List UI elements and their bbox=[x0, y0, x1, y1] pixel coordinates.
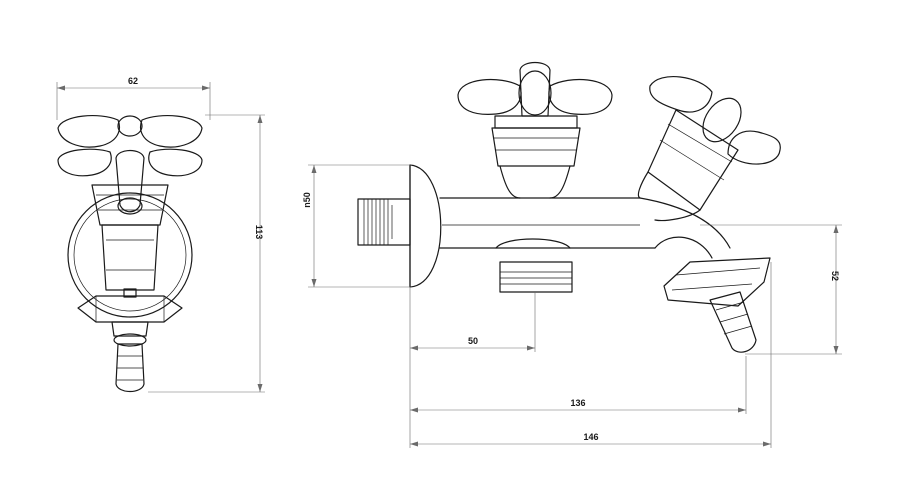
dim-second-inlet-label: 50 bbox=[468, 336, 478, 346]
front-view bbox=[357, 61, 781, 353]
front-cross-handle-angled bbox=[637, 76, 781, 222]
dim-outlet-height-label: 52 bbox=[830, 271, 840, 281]
side-view-cross-handle bbox=[57, 115, 203, 215]
dim-outlet-height: 52 bbox=[700, 224, 842, 355]
dim-length-to-hose: 136 bbox=[410, 356, 747, 414]
dim-side-width: 62 bbox=[56, 76, 211, 120]
dim-side-height-label: 113 bbox=[254, 225, 264, 240]
dim-inlet-diameter: n50 bbox=[302, 164, 412, 288]
dim-overall-length: 146 bbox=[410, 262, 772, 448]
dim-side-width-label: 62 bbox=[128, 76, 138, 86]
dim-length-to-hose-label: 136 bbox=[570, 398, 585, 408]
dim-overall-length-label: 146 bbox=[583, 432, 598, 442]
dim-second-inlet: 50 bbox=[409, 287, 536, 448]
dim-inlet-diameter-label: n50 bbox=[302, 192, 312, 208]
inlet-thread bbox=[363, 199, 393, 245]
dim-side-height: 113 bbox=[148, 114, 265, 393]
side-view bbox=[57, 115, 203, 393]
front-cross-handle-top bbox=[457, 61, 613, 199]
front-hose-outlet bbox=[663, 257, 771, 353]
